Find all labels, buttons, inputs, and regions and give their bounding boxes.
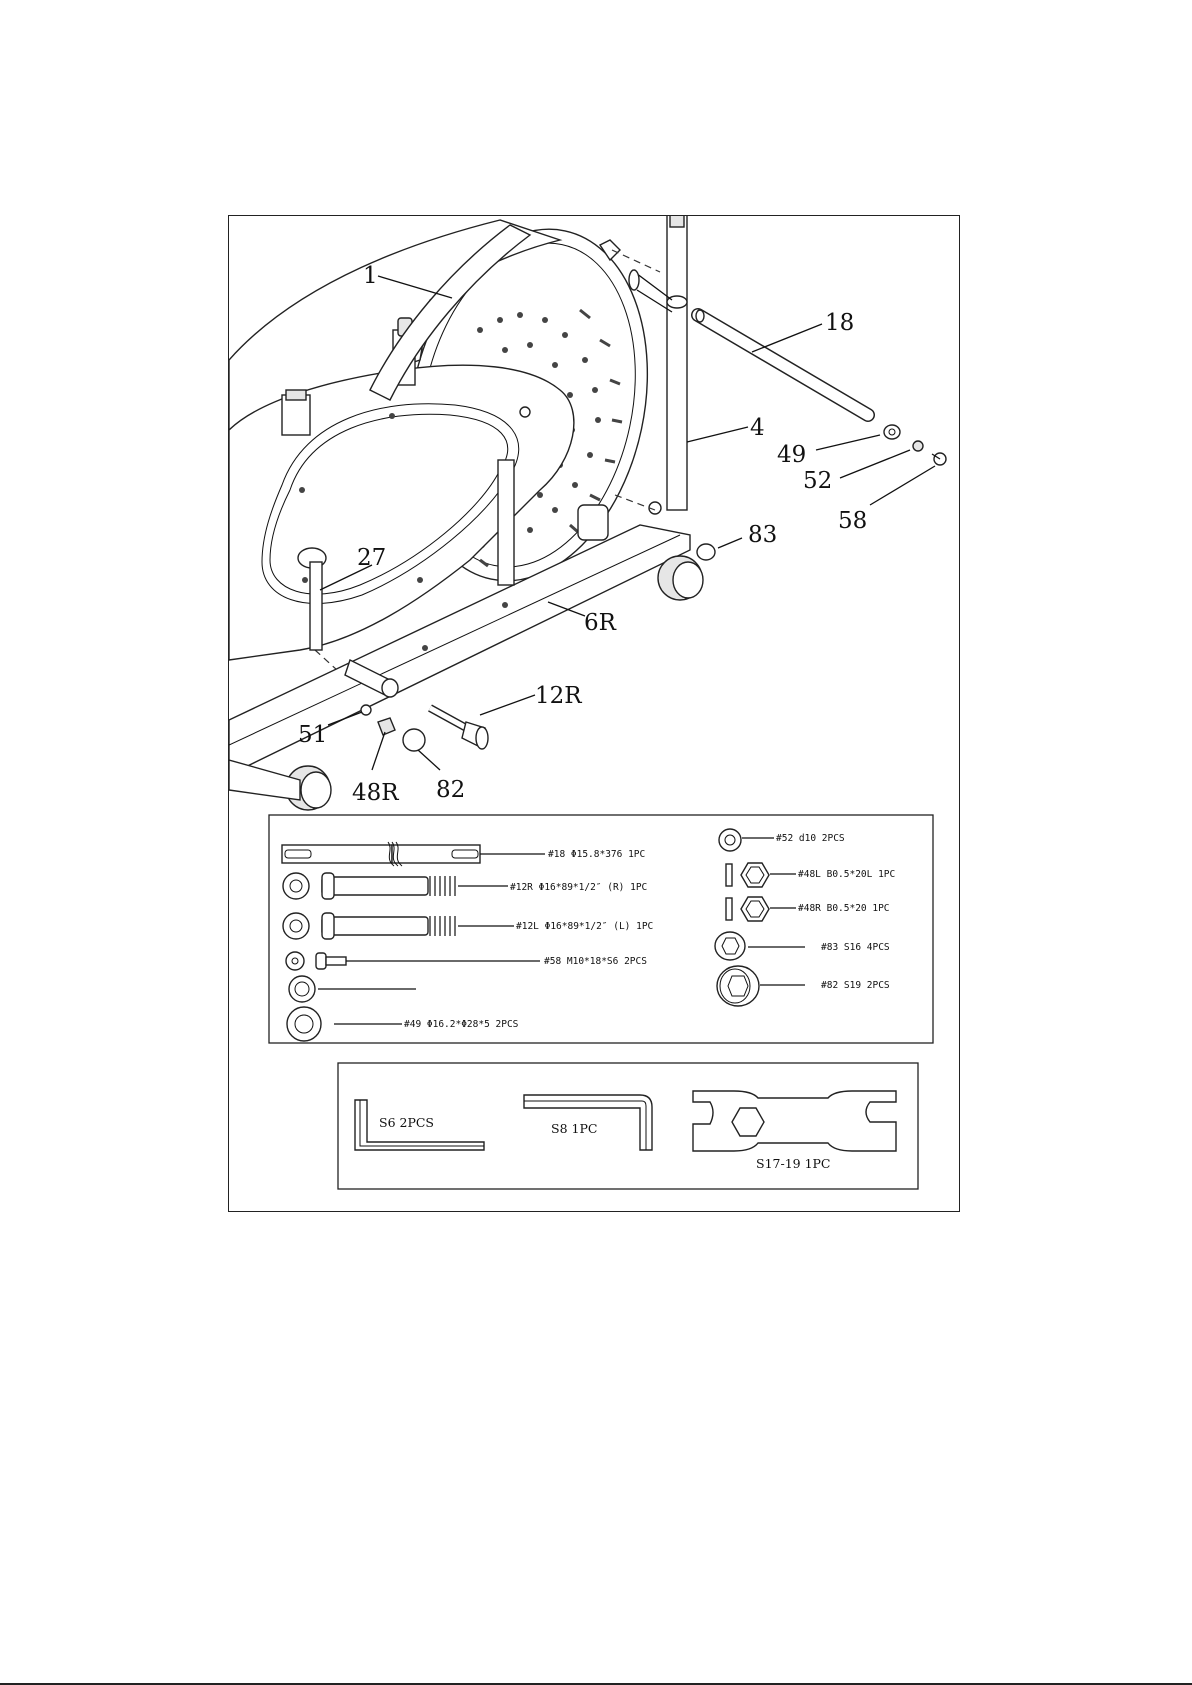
diagram-frame — [228, 215, 960, 1212]
